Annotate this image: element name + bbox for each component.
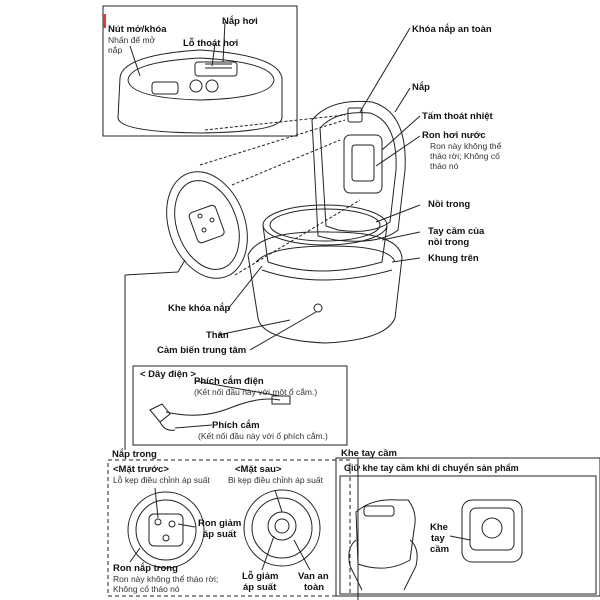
back-side-title: <Mặt sau>: [235, 464, 282, 475]
inner-pot-handle-label-2: nồi trong: [428, 237, 470, 248]
pressure-hole-label-1: Lỗ giảm: [242, 571, 279, 582]
handle-slot-frame: [335, 457, 600, 597]
handle-slot-title: Khe tay cầm: [341, 448, 397, 459]
steam-gasket-label: Ron hơi nước: [422, 130, 486, 141]
power-plug-desc: (Kết nối đầu này với ổ phích cắm.): [198, 431, 328, 441]
accent-mark: [103, 14, 106, 28]
open-button-desc: Nhấn để mở: [108, 35, 156, 45]
cooker-held-by-hands: [348, 499, 523, 591]
safety-lock-label: Khóa nắp an toàn: [412, 24, 492, 35]
steam-gasket-desc2: tháo rời; Không cố: [430, 151, 500, 161]
handle-slot-label-3: cầm: [430, 544, 450, 555]
inner-gasket-desc-1: Ron này không thể tháo rời;: [113, 574, 219, 584]
open-button-desc2: nắp: [108, 45, 123, 55]
back-side-desc: Bi kẹp điều chỉnh áp suất: [228, 475, 323, 485]
power-cord-frame: [132, 365, 348, 446]
lid-slot-label: Khe khóa nắp: [168, 303, 231, 314]
inner-pot: [262, 204, 388, 272]
power-cord-title: < Dây điện >: [140, 369, 196, 380]
handle-slot-label-1: Khe: [430, 522, 448, 533]
power-cord-art: [149, 380, 291, 431]
front-side-desc: Lỗ kẹp điều chỉnh áp suất: [113, 475, 210, 485]
center-sensor-label: Cảm biến trung tâm: [157, 345, 247, 356]
safety-valve-label-1: Van an: [298, 571, 329, 582]
appliance-plug-label: Phích cắm điện: [194, 376, 264, 387]
steam-vent-leader: [211, 43, 216, 67]
body-label: Thân: [206, 330, 229, 341]
handle-slot-instruction: Giữ khe tay cầm khi di chuyển sản phẩm: [344, 463, 519, 473]
cooker-body: [247, 231, 403, 344]
inner-gasket-label: Ron nắp trong: [113, 563, 178, 574]
inner-lid-title: Nắp trong: [112, 449, 157, 460]
inner-pot-label: Nồi trong: [428, 199, 471, 210]
inner-lid-front: [127, 487, 205, 569]
open-button-leader: [129, 45, 141, 77]
steam-cap-label: Nắp hơi: [222, 16, 258, 27]
steam-vent-label: Lỗ thoát hơi: [183, 38, 239, 49]
inner-lid-frame: [107, 459, 351, 597]
heat-plate-label: Tấm thoát nhiệt: [422, 111, 493, 122]
safety-valve-label-2: toàn: [304, 582, 325, 593]
front-side-title: <Mặt trước>: [113, 464, 169, 475]
power-plug-label: Phích cắm: [212, 420, 260, 431]
upper-frame-label: Khung trên: [428, 253, 479, 264]
inner-pot-handle-label-1: Tay cầm của: [428, 226, 485, 237]
pressure-hole-label-2: áp suất: [243, 582, 277, 593]
open-button-label: Nút mở/khóa: [108, 24, 167, 35]
top-view-inset-frame: [102, 5, 298, 137]
pressure-gasket-label-2: áp suất: [203, 529, 237, 540]
open-lid: [311, 100, 406, 242]
detached-inner-lid: [166, 171, 248, 279]
inner-lid-back: [243, 489, 321, 571]
steam-gasket-desc3: tháo nó: [430, 161, 459, 171]
cooker-top-view: [117, 49, 283, 134]
lid-label: Nắp: [412, 82, 430, 93]
steam-cap-leader: [222, 21, 226, 63]
steam-gasket-desc1: Ron này không thể: [430, 141, 502, 151]
pressure-gasket-label-1: Ron giảm: [198, 518, 242, 529]
handle-slot-label-2: tay: [431, 533, 445, 544]
appliance-plug-desc: (Kết nối đầu này với một ổ cắm.): [194, 387, 318, 397]
inner-gasket-desc-2: Không cố tháo nó: [113, 584, 180, 594]
